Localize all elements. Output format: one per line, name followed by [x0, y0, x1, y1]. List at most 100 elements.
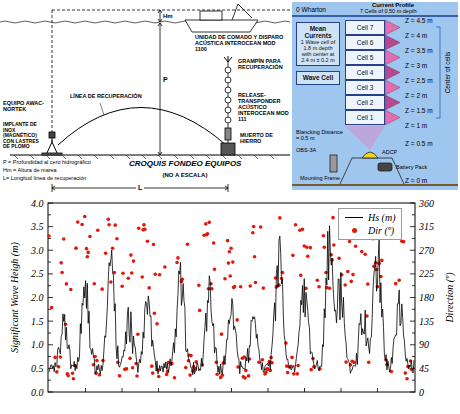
tick-mark: [48, 380, 51, 381]
direction-dot: [107, 223, 111, 227]
direction-dot: [83, 215, 87, 219]
direction-dot: [147, 286, 151, 290]
tick-label: 3.5: [31, 221, 44, 232]
tick-mark: [48, 285, 51, 286]
part-label: GRAMPÍN PARA RECUPERACIÓN: [238, 58, 286, 70]
depth-label: Z = 1 m: [405, 122, 427, 129]
direction-dot: [352, 361, 356, 365]
direction-dot: [274, 276, 278, 280]
direction-dot: [71, 372, 75, 376]
direction-dot: [115, 237, 119, 241]
tick-mark: [410, 321, 415, 322]
direction-dot: [278, 216, 282, 220]
part-label: (NO A ESCALA): [163, 172, 208, 179]
tick-mark: [268, 388, 269, 392]
direction-dot: [306, 254, 310, 258]
tick-mark: [412, 285, 415, 286]
tick-mark: [48, 203, 53, 204]
direction-dot: [113, 223, 117, 227]
direction-dot: [317, 285, 321, 289]
tick-mark: [122, 388, 123, 392]
depth-label: Z = 4.5 m: [405, 17, 433, 24]
direction-dot: [215, 372, 219, 376]
direction-dot: [233, 285, 237, 289]
direction-dot: [214, 361, 218, 365]
depth-cell: Cell 3: [345, 80, 385, 95]
direction-dot: [153, 311, 157, 315]
direction-dot: [243, 376, 247, 380]
depth-label: Z = 2.5 m: [405, 77, 433, 84]
direction-dot: [349, 280, 353, 284]
cell-label: Cell 4: [357, 69, 374, 76]
direction-dot: [197, 284, 201, 288]
direction-dot: [380, 259, 384, 263]
tick-mark: [48, 262, 51, 263]
direction-dot: [394, 282, 398, 286]
tick-mark: [48, 392, 53, 393]
tick-label: 270: [419, 245, 434, 256]
tick-mark: [377, 388, 378, 392]
cell-label: Cell 3: [357, 84, 374, 91]
tick-mark: [412, 332, 415, 333]
direction-dot: [343, 283, 347, 287]
direction-dot: [157, 375, 161, 379]
direction-dot: [261, 286, 265, 290]
depth-cell: Cell 6: [345, 35, 385, 50]
tick-mark: [410, 344, 415, 345]
tick-mark: [48, 214, 51, 215]
direction-dot: [232, 286, 236, 290]
direction-dot: [152, 243, 156, 247]
direction-dot: [213, 267, 217, 271]
adcp-panel: [292, 2, 458, 190]
direction-dot: [62, 237, 66, 241]
tick-mark: [48, 344, 53, 345]
plot-frame: [48, 203, 415, 392]
direction-dot: [121, 271, 125, 275]
direction-dot: [206, 232, 210, 236]
tick-label: 3.0: [31, 245, 44, 256]
panel-label: ADCP: [382, 149, 397, 155]
direction-dot: [184, 366, 188, 370]
dimension-label: Hm: [163, 13, 173, 20]
tick-mark: [195, 388, 196, 392]
box-heading: Mean Currents: [299, 25, 337, 39]
direction-dot: [104, 251, 108, 255]
direction-dot: [322, 245, 326, 249]
tick-label: 180: [419, 292, 434, 303]
direction-dot: [74, 246, 78, 250]
tick-mark: [231, 388, 232, 392]
direction-dot: [57, 365, 61, 369]
panel-label: Mounting Frame: [300, 175, 340, 181]
tick-mark: [48, 238, 51, 239]
tick-label: 2.0: [31, 292, 44, 303]
part-label: UNIDAD DE COMADO Y DISPARO ACÚSTICA INTE…: [195, 34, 285, 52]
direction-dot: [146, 239, 150, 243]
direction-dot: [118, 374, 122, 378]
direction-dot: [405, 377, 409, 381]
legend-text: Hs (m): [368, 211, 396, 224]
part-label: MUERTO DE HIERRO: [240, 132, 285, 144]
direction-dot: [140, 275, 144, 279]
tick-label: 0.5: [31, 363, 44, 374]
direction-dot: [125, 367, 129, 371]
dimension-label: P: [163, 76, 168, 84]
depth-label: Z = 3.5 m: [405, 47, 433, 54]
cell-label: Cell 2: [357, 99, 374, 106]
info-box: Wave Cell: [296, 71, 340, 84]
direction-dot: [301, 227, 305, 231]
tick-mark: [410, 226, 415, 227]
direction-dot: [346, 270, 350, 274]
tick-mark: [410, 297, 415, 298]
direction-dot: [410, 367, 414, 371]
tick-mark: [410, 250, 415, 251]
direction-dot: [175, 261, 179, 265]
tick-mark: [410, 273, 415, 274]
direction-dot: [295, 372, 299, 376]
direction-dot: [188, 373, 192, 377]
direction-dot: [402, 240, 406, 244]
depth-label: Z = 0.5 m: [405, 140, 433, 147]
direction-dot: [55, 370, 59, 374]
panel-label: Current Profile: [372, 2, 414, 9]
direction-dot: [53, 356, 57, 360]
